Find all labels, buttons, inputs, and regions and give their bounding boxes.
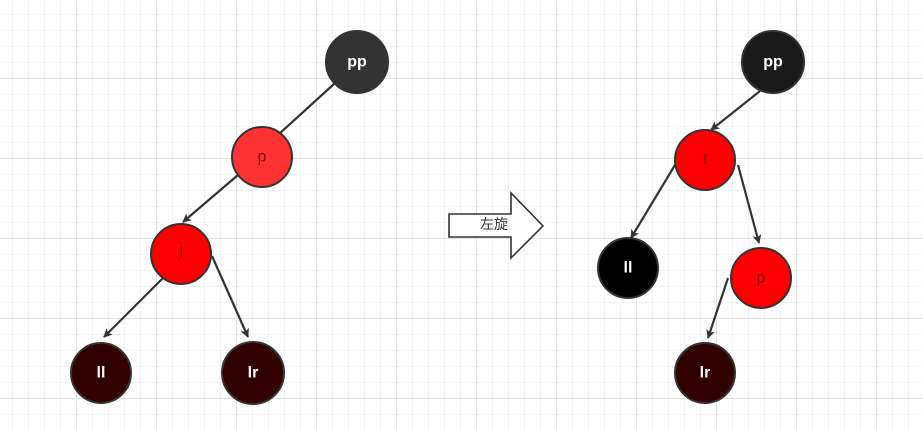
before-tree-nodes: pp p l ll lr: [70, 30, 389, 405]
after-node-l-label: l: [703, 152, 707, 169]
after-node-p[interactable]: p: [730, 247, 792, 309]
edge-p-to-lr-after: [706, 277, 730, 339]
before-node-ll-label: ll: [97, 365, 106, 382]
before-node-lr-label: lr: [248, 365, 259, 382]
before-node-p[interactable]: p: [231, 126, 293, 188]
rotate-left-arrow: 左旋: [448, 191, 545, 260]
after-node-lr-label: lr: [700, 365, 711, 382]
after-node-pp-label: pp: [763, 54, 783, 71]
before-node-ll[interactable]: ll: [70, 342, 132, 404]
edge-l-to-ll: [103, 275, 166, 338]
after-node-p-label: p: [757, 270, 766, 287]
rotate-left-arrow-shape: [448, 191, 545, 260]
rotate-left-arrow-label: 左旋: [480, 217, 508, 233]
edge-p-to-l: [182, 174, 239, 223]
edge-l-to-lr: [210, 255, 250, 338]
before-tree-edges: [103, 83, 335, 338]
after-tree-nodes: pp l ll p lr: [597, 30, 805, 404]
after-node-ll[interactable]: ll: [597, 237, 659, 299]
after-node-pp[interactable]: pp: [741, 30, 805, 94]
edge-l-to-ll-after: [630, 164, 676, 239]
after-node-l[interactable]: l: [674, 129, 736, 191]
edge-l-to-p-after: [736, 164, 762, 244]
before-node-pp-label: pp: [347, 54, 367, 71]
after-tree-edges: [630, 90, 762, 339]
before-node-l-label: l: [179, 246, 183, 263]
after-node-ll-label: ll: [624, 260, 633, 277]
before-node-l[interactable]: l: [150, 223, 212, 285]
before-node-pp[interactable]: pp: [325, 30, 389, 94]
edge-pp-to-l-after: [710, 90, 761, 131]
before-node-p-label: p: [258, 149, 267, 166]
after-node-lr[interactable]: lr: [674, 342, 736, 404]
before-node-lr[interactable]: lr: [221, 341, 285, 405]
